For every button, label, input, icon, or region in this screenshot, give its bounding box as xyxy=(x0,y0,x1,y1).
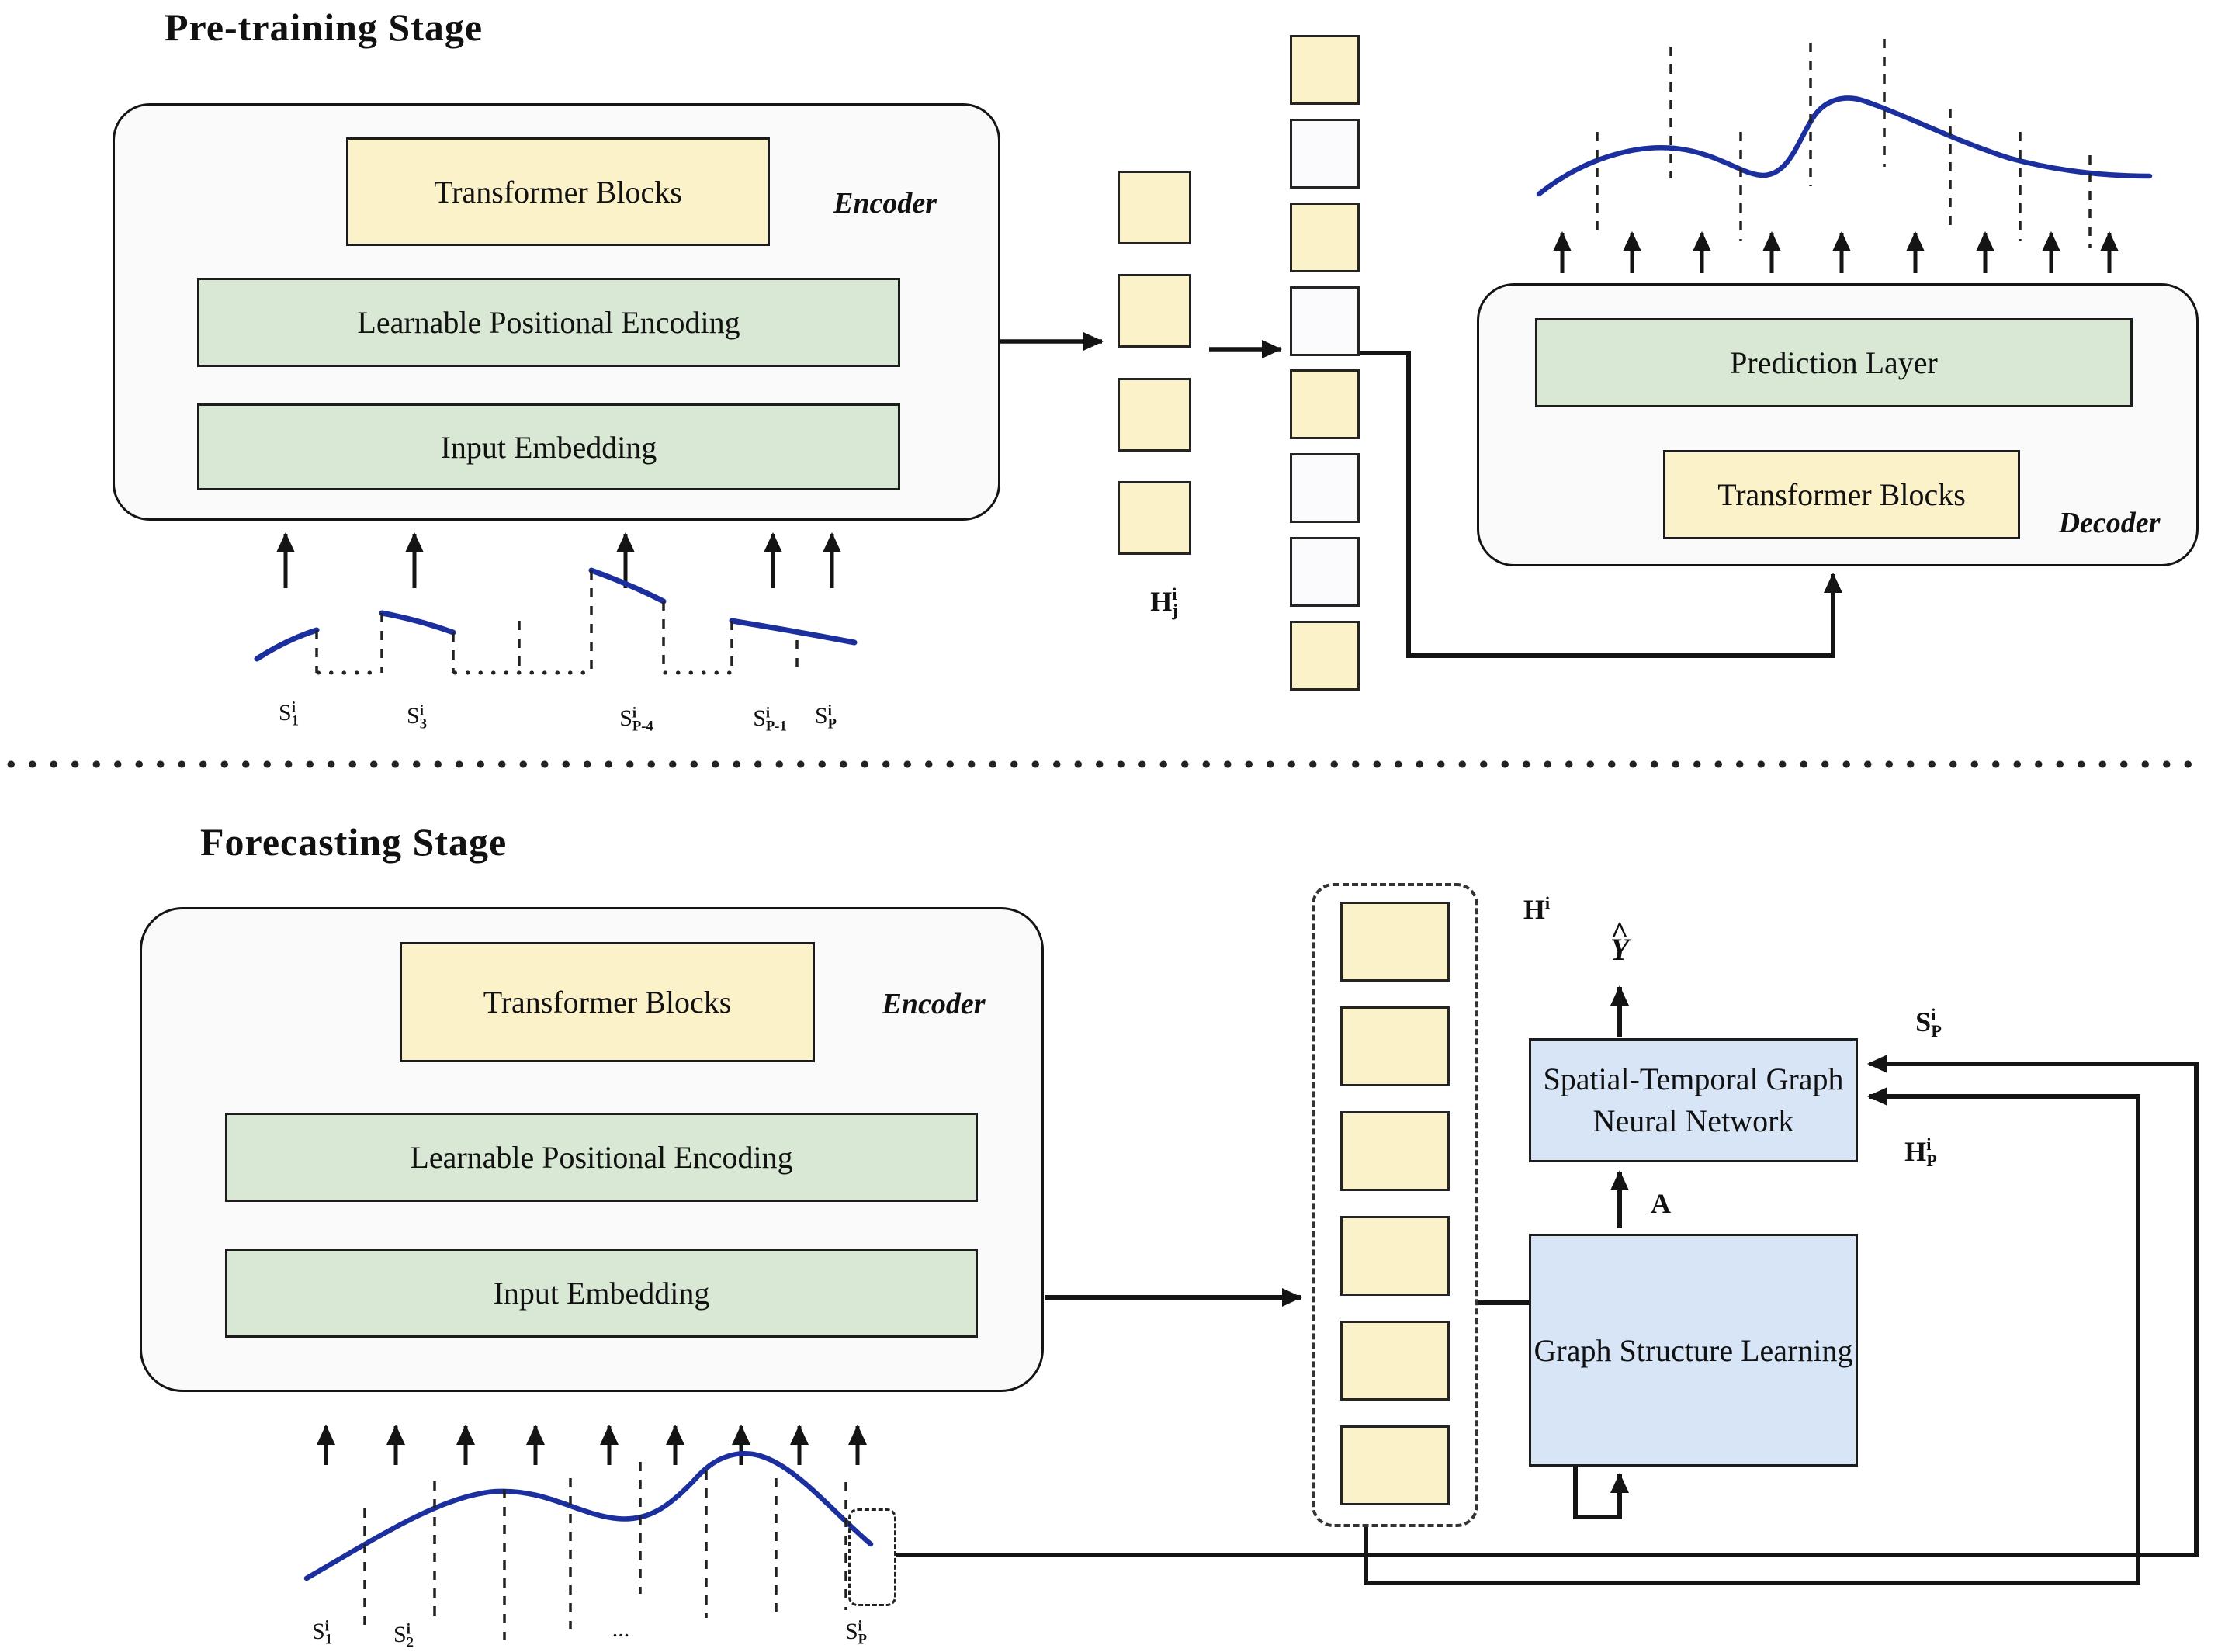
reconstructed-curve xyxy=(1536,39,2153,248)
forecast-input-series xyxy=(303,1451,874,1640)
hp-feedback-line xyxy=(1364,1087,2140,1585)
pretrain-encoder-transformer-blocks: Transformer Blocks xyxy=(346,137,770,246)
yhat-label: ^ Y xyxy=(1581,900,1658,982)
series-dashed-bounds xyxy=(315,570,799,675)
hidden-token-column xyxy=(1118,171,1191,555)
token-masked xyxy=(1290,286,1360,356)
pretrain-decoder-label: Decoder xyxy=(2058,507,2161,539)
output-dashed-bounds xyxy=(1596,39,2092,248)
yhat-hat: ^ xyxy=(1610,914,1629,950)
token-filled xyxy=(1340,1425,1450,1505)
token-filled xyxy=(1340,1216,1450,1296)
forecast-positional-encoding: Learnable Positional Encoding xyxy=(225,1113,978,1202)
token-filled xyxy=(1340,1321,1450,1401)
yhat-base: Y xyxy=(1610,931,1630,967)
forecast-segment-label-ellipsis: ... xyxy=(612,1616,630,1642)
token-filled xyxy=(1290,202,1360,272)
pretrain-title: Pre-training Stage xyxy=(165,5,483,49)
token-filled xyxy=(1340,1111,1450,1191)
masked-token-column xyxy=(1290,35,1360,691)
token-filled xyxy=(1290,620,1360,691)
token-filled xyxy=(1118,171,1191,244)
pretrain-masked-series xyxy=(254,567,858,675)
pretrain-input-embedding: Input Embedding xyxy=(197,403,900,490)
pretrain-positional-encoding: Learnable Positional Encoding xyxy=(197,278,900,367)
series-segments xyxy=(254,567,858,662)
stgnn-line1: Spatial-Temporal Graph xyxy=(1543,1062,1844,1096)
forecast-title: Forecasting Stage xyxy=(200,820,508,864)
adjacency-label: A xyxy=(1651,1188,1671,1219)
forecast-input-arrows xyxy=(317,1425,867,1465)
masked-to-decoder-line xyxy=(1360,351,1842,658)
token-filled xyxy=(1340,902,1450,982)
forecast-encoder-transformer-blocks: Transformer Blocks xyxy=(400,942,815,1062)
forecast-input-embedding: Input Embedding xyxy=(225,1249,978,1338)
decoder-transformer-blocks: Transformer Blocks xyxy=(1663,450,2020,539)
pretrain-input-arrows xyxy=(276,532,841,588)
token-filled xyxy=(1340,1006,1450,1086)
token-masked xyxy=(1290,118,1360,189)
token-filled xyxy=(1290,35,1360,105)
token-filled xyxy=(1118,274,1191,348)
gsl-box: Graph Structure Learning xyxy=(1529,1234,1858,1467)
token-filled xyxy=(1290,369,1360,440)
decoder-prediction-layer: Prediction Layer xyxy=(1535,318,2133,407)
token-masked xyxy=(1290,453,1360,524)
decoder-output-arrows xyxy=(1553,231,2119,273)
token-masked xyxy=(1290,537,1360,608)
forecast-encoder-label: Encoder xyxy=(882,988,986,1020)
sp-feedback-line xyxy=(896,1055,2199,1557)
stgnn-box: Spatial-Temporal Graph Neural Network xyxy=(1529,1038,1858,1162)
token-filled xyxy=(1118,480,1191,555)
hi-token-column-border xyxy=(1312,883,1478,1527)
sp-patch-highlight xyxy=(848,1508,896,1606)
pretrain-encoder-label: Encoder xyxy=(833,187,937,220)
token-filled xyxy=(1118,377,1191,452)
stgnn-line2: Neural Network xyxy=(1592,1103,1794,1138)
hi-token-column xyxy=(1340,902,1450,1505)
forecast-dashed-bounds xyxy=(363,1462,847,1640)
